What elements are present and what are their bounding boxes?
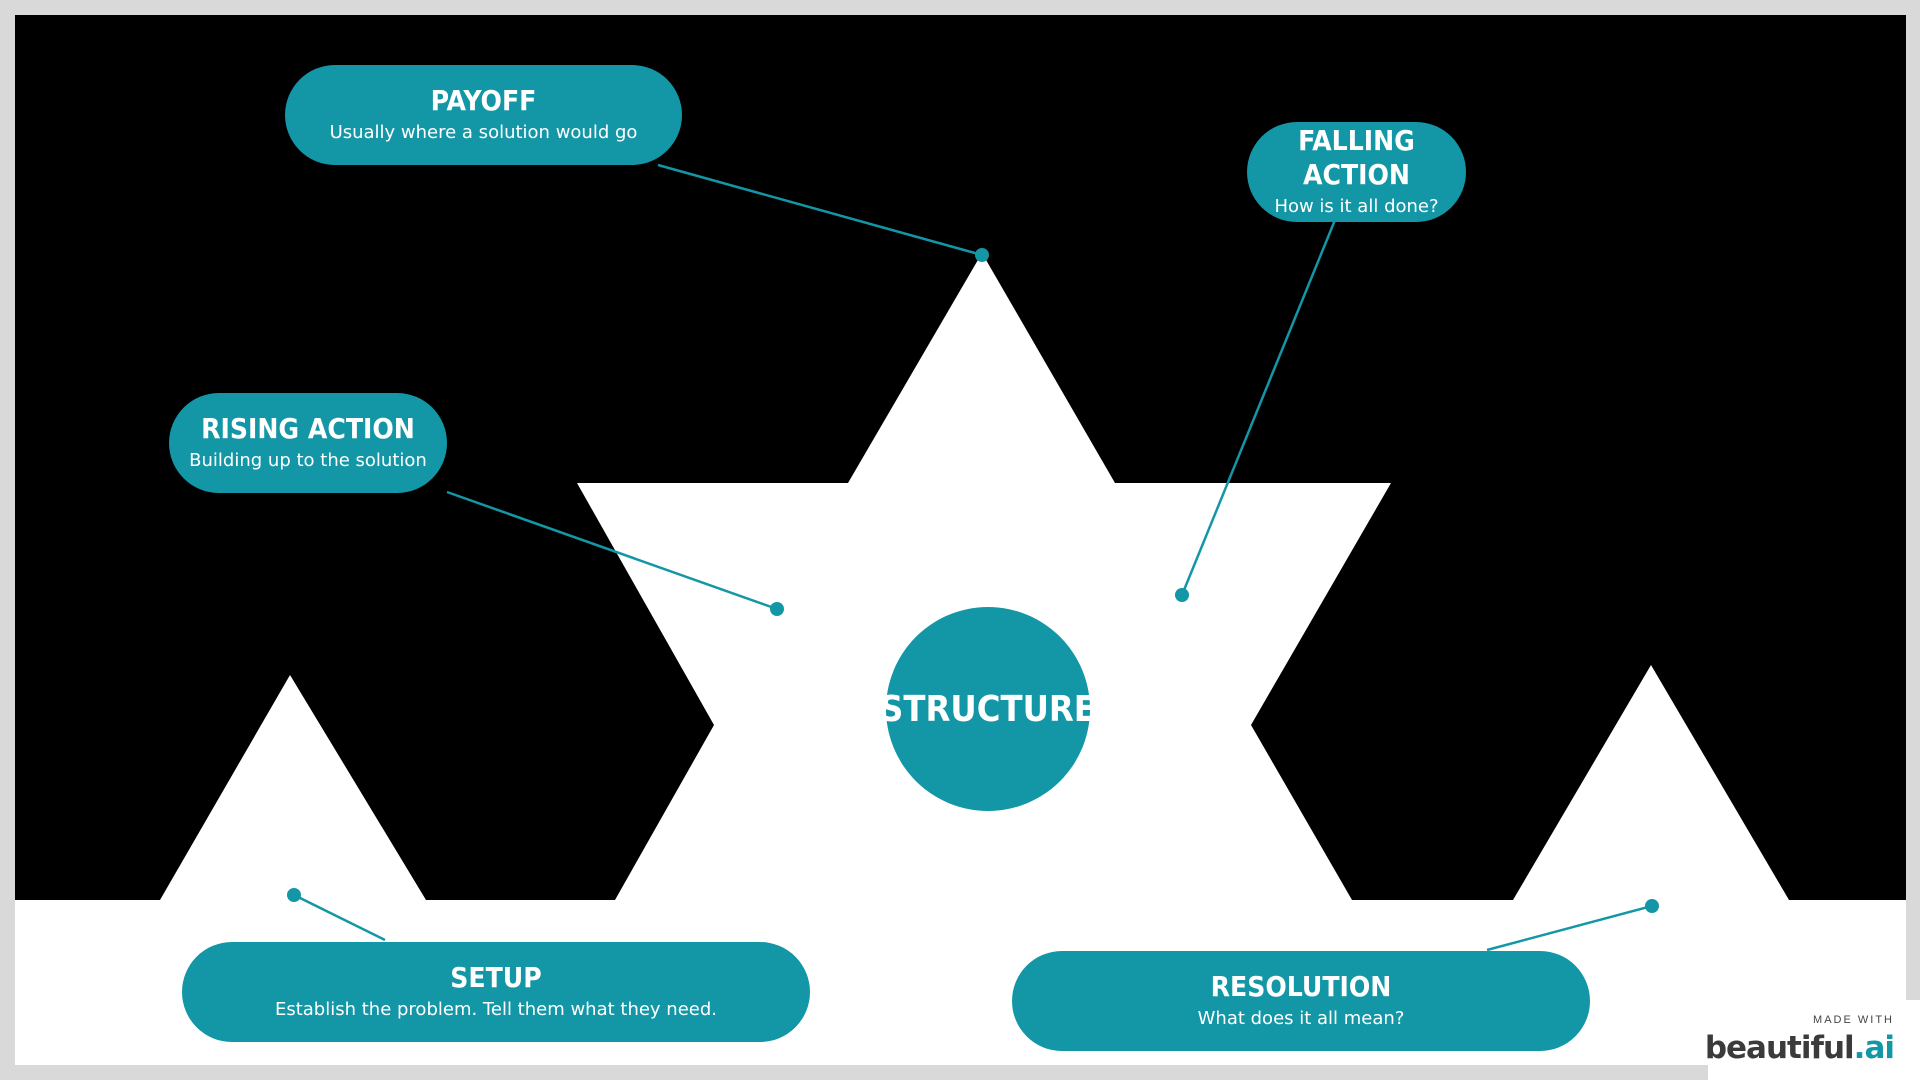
anchor-dot-payoff (975, 248, 989, 262)
node-setup-subtitle: Establish the problem. Tell them what th… (274, 999, 718, 1020)
node-setup: SETUP Establish the problem. Tell them w… (182, 942, 810, 1042)
node-setup-title: SETUP (450, 961, 542, 994)
connector-payoff (657, 163, 983, 257)
anchor-dot-setup (287, 888, 301, 902)
node-falling-action-subtitle: How is it all done? (1274, 196, 1439, 217)
slide-canvas: STRUCTURE PAYOFF Usually where a solutio… (15, 15, 1906, 1065)
node-falling-action: FALLING ACTION How is it all done? (1247, 122, 1466, 222)
node-resolution: RESOLUTION What does it all mean? (1012, 951, 1590, 1051)
beautiful-ai-logo: beautiful.ai (1704, 1030, 1895, 1066)
logo-suffix: .ai (1853, 1030, 1895, 1066)
anchor-dot-rising (770, 602, 784, 616)
node-payoff-title: PAYOFF (430, 84, 537, 117)
anchor-dot-resolution (1645, 899, 1659, 913)
anchor-dot-falling (1175, 588, 1189, 602)
made-with-label: MADE WITH (1813, 1014, 1894, 1026)
connector-rising (446, 490, 778, 611)
connector-lines (293, 163, 1653, 952)
center-label: STRUCTURE (880, 688, 1096, 730)
node-falling-action-title: FALLING ACTION (1298, 124, 1415, 191)
node-rising-action: RISING ACTION Building up to the solutio… (169, 393, 447, 493)
node-payoff-subtitle: Usually where a solution would go (329, 122, 638, 143)
koch-diagram (15, 163, 1906, 1065)
node-resolution-title: RESOLUTION (1210, 970, 1392, 1003)
connector-resolution (1486, 904, 1653, 952)
node-resolution-subtitle: What does it all mean? (1197, 1008, 1405, 1029)
connector-falling (1180, 219, 1337, 596)
node-rising-action-title: RISING ACTION (201, 412, 415, 445)
node-payoff: PAYOFF Usually where a solution would go (285, 65, 682, 165)
made-with-badge[interactable]: MADE WITH beautiful.ai (1704, 1000, 1920, 1080)
node-rising-action-subtitle: Building up to the solution (189, 450, 427, 471)
center-circle: STRUCTURE (880, 607, 1096, 811)
connector-setup (293, 893, 386, 942)
logo-text: beautiful (1704, 1030, 1855, 1066)
anchor-dots (287, 248, 1659, 913)
